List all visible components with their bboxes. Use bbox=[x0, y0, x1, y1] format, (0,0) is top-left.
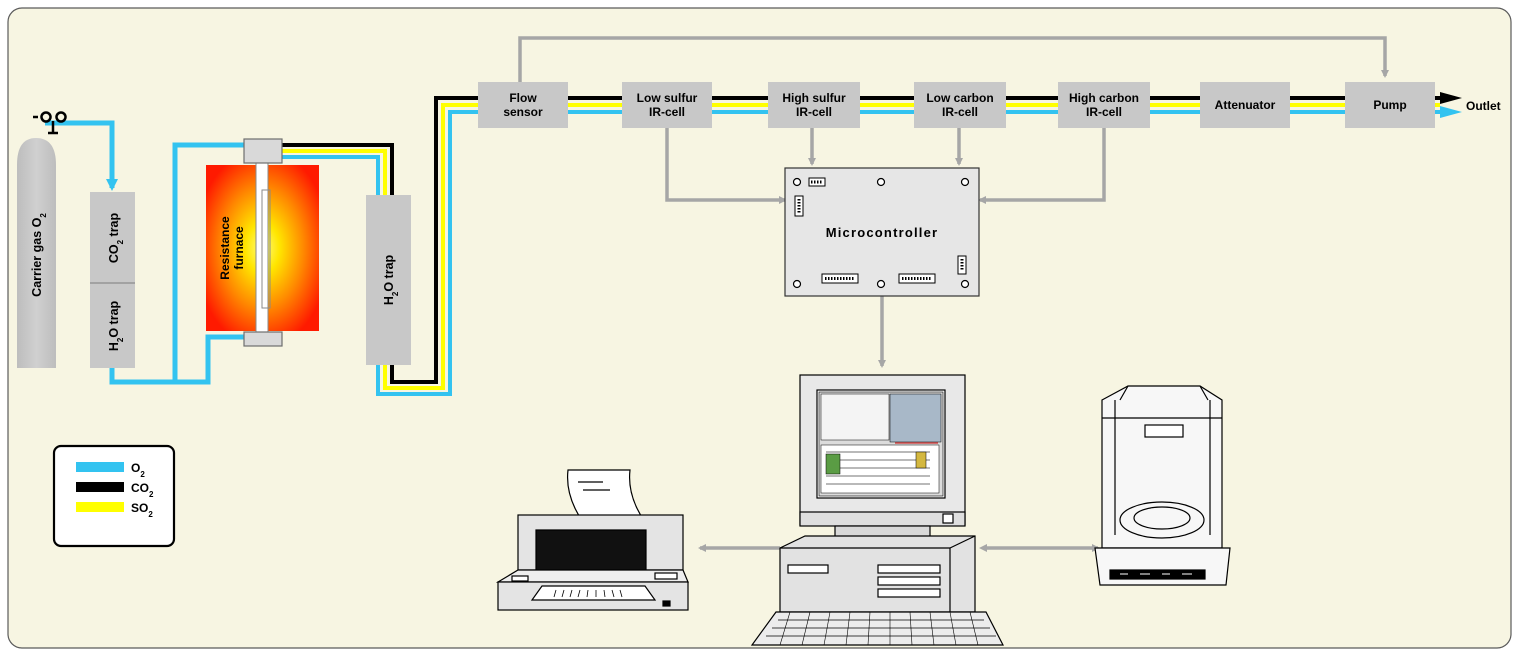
h2o-trap-left-label: H2O trap bbox=[107, 300, 125, 351]
legend-swatch bbox=[76, 462, 124, 472]
attenuator-box: Attenuator bbox=[1200, 82, 1290, 128]
mixed-gas-tubing-trap-to-sensor bbox=[376, 96, 478, 396]
co2-trap-label: CO2 trap bbox=[107, 212, 125, 263]
pump-label: Pump bbox=[1373, 98, 1406, 112]
h2o-trap-right: H2O trap bbox=[366, 195, 411, 365]
o2-tubing-traps-to-furnace bbox=[109, 142, 248, 385]
legend-label: SO2 bbox=[131, 501, 153, 519]
outlet-label: Outlet bbox=[1466, 99, 1501, 113]
outlet-arrows bbox=[1440, 92, 1462, 118]
cylinder-valve-icon bbox=[33, 111, 67, 135]
bypass-line bbox=[518, 36, 1389, 82]
analytical-balance-icon bbox=[1094, 385, 1231, 586]
o2-tubing-inlet bbox=[45, 120, 118, 191]
legend-swatch bbox=[76, 482, 124, 492]
attenuator-label: Attenuator bbox=[1215, 98, 1276, 112]
co2-h2o-trap-stack: CO2 trap H2O trap bbox=[90, 192, 135, 368]
mixed-gas-tubing-furnace-to-trap bbox=[282, 143, 394, 195]
h2o-trap-right-label: H2O trap bbox=[382, 254, 400, 305]
printer-icon bbox=[495, 469, 689, 611]
microcontroller-label: Microcontroller bbox=[826, 225, 939, 240]
legend-label: CO2 bbox=[131, 481, 154, 499]
computer-icon bbox=[750, 374, 1004, 646]
pump-box: Pump bbox=[1345, 82, 1435, 128]
resistance-furnace: Resistancefurnace bbox=[206, 138, 319, 347]
legend-swatch bbox=[76, 502, 124, 512]
legend-item: SO2 bbox=[76, 501, 153, 519]
legend-item: O2 bbox=[76, 461, 145, 479]
signal-lines bbox=[665, 128, 1106, 552]
carrier-gas-label: Carrier gas O2 bbox=[30, 213, 48, 297]
legend-label: O2 bbox=[131, 461, 145, 479]
carrier-gas-cylinder: Carrier gas O2 bbox=[17, 111, 67, 368]
microcontroller-board: Microcontroller bbox=[784, 167, 980, 297]
furnace-label: Resistancefurnace bbox=[218, 216, 246, 280]
legend-item: CO2 bbox=[76, 481, 154, 499]
